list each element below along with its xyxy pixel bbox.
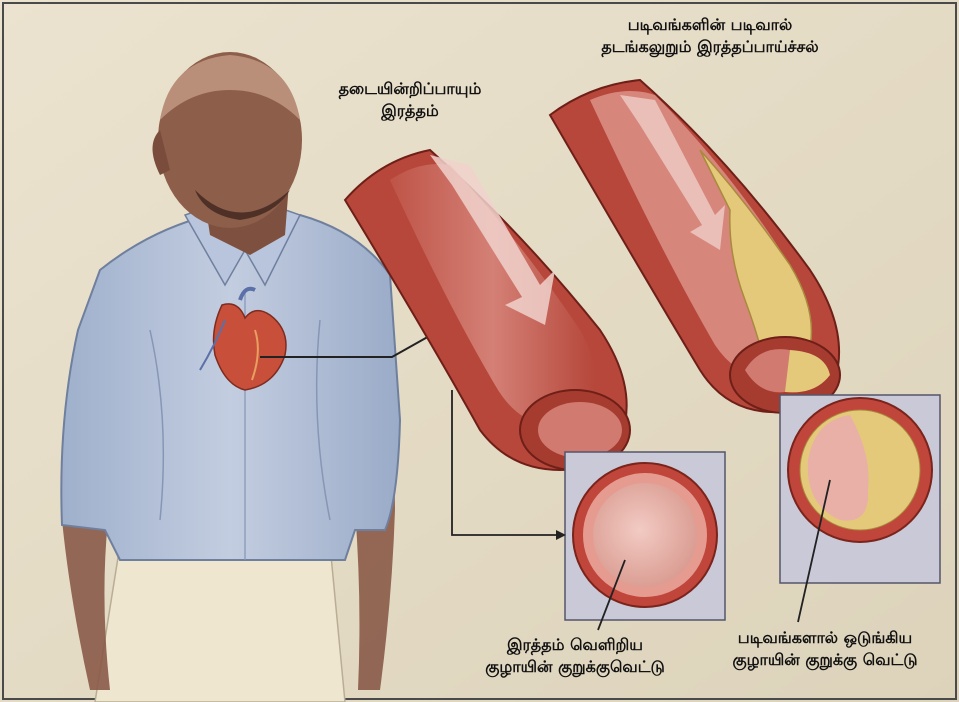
label-plaque-line2: தடங்கலுறும் இரத்தப்பாய்ச்சல் xyxy=(560,36,860,58)
label-narrow-line1: படிவங்களால் ஒடுங்கிய xyxy=(690,627,959,649)
trousers xyxy=(95,545,345,702)
label-plaque-line1: படிவங்களின் படிவால் xyxy=(560,14,860,36)
healthy-lumen xyxy=(593,483,697,587)
label-unblocked-blood-flow: தடையின்றிப்பாயும் இரத்தம் xyxy=(300,78,520,121)
label-plaque-blood-flow: படிவங்களின் படிவால் தடங்கலுறும் இரத்தப்ப… xyxy=(560,14,860,57)
label-unblocked-line1: தடையின்றிப்பாயும் xyxy=(300,78,520,100)
label-clear-line1: இரத்தம் வெளிறிய xyxy=(460,634,690,656)
label-clear-line2: குழாயின் குறுக்குவெட்டு xyxy=(460,656,690,678)
narrowed-cross-section xyxy=(780,395,940,583)
label-narrow-line2: குழாயின் குறுக்கு வெட்டு xyxy=(690,649,959,671)
label-unblocked-line2: இரத்தம் xyxy=(300,100,520,122)
label-clear-cross-section: இரத்தம் வெளிறிய குழாயின் குறுக்குவெட்டு xyxy=(460,634,690,677)
healthy-cross-section xyxy=(565,452,725,620)
label-narrowed-cross-section: படிவங்களால் ஒடுங்கிய குழாயின் குறுக்கு வ… xyxy=(690,627,959,670)
